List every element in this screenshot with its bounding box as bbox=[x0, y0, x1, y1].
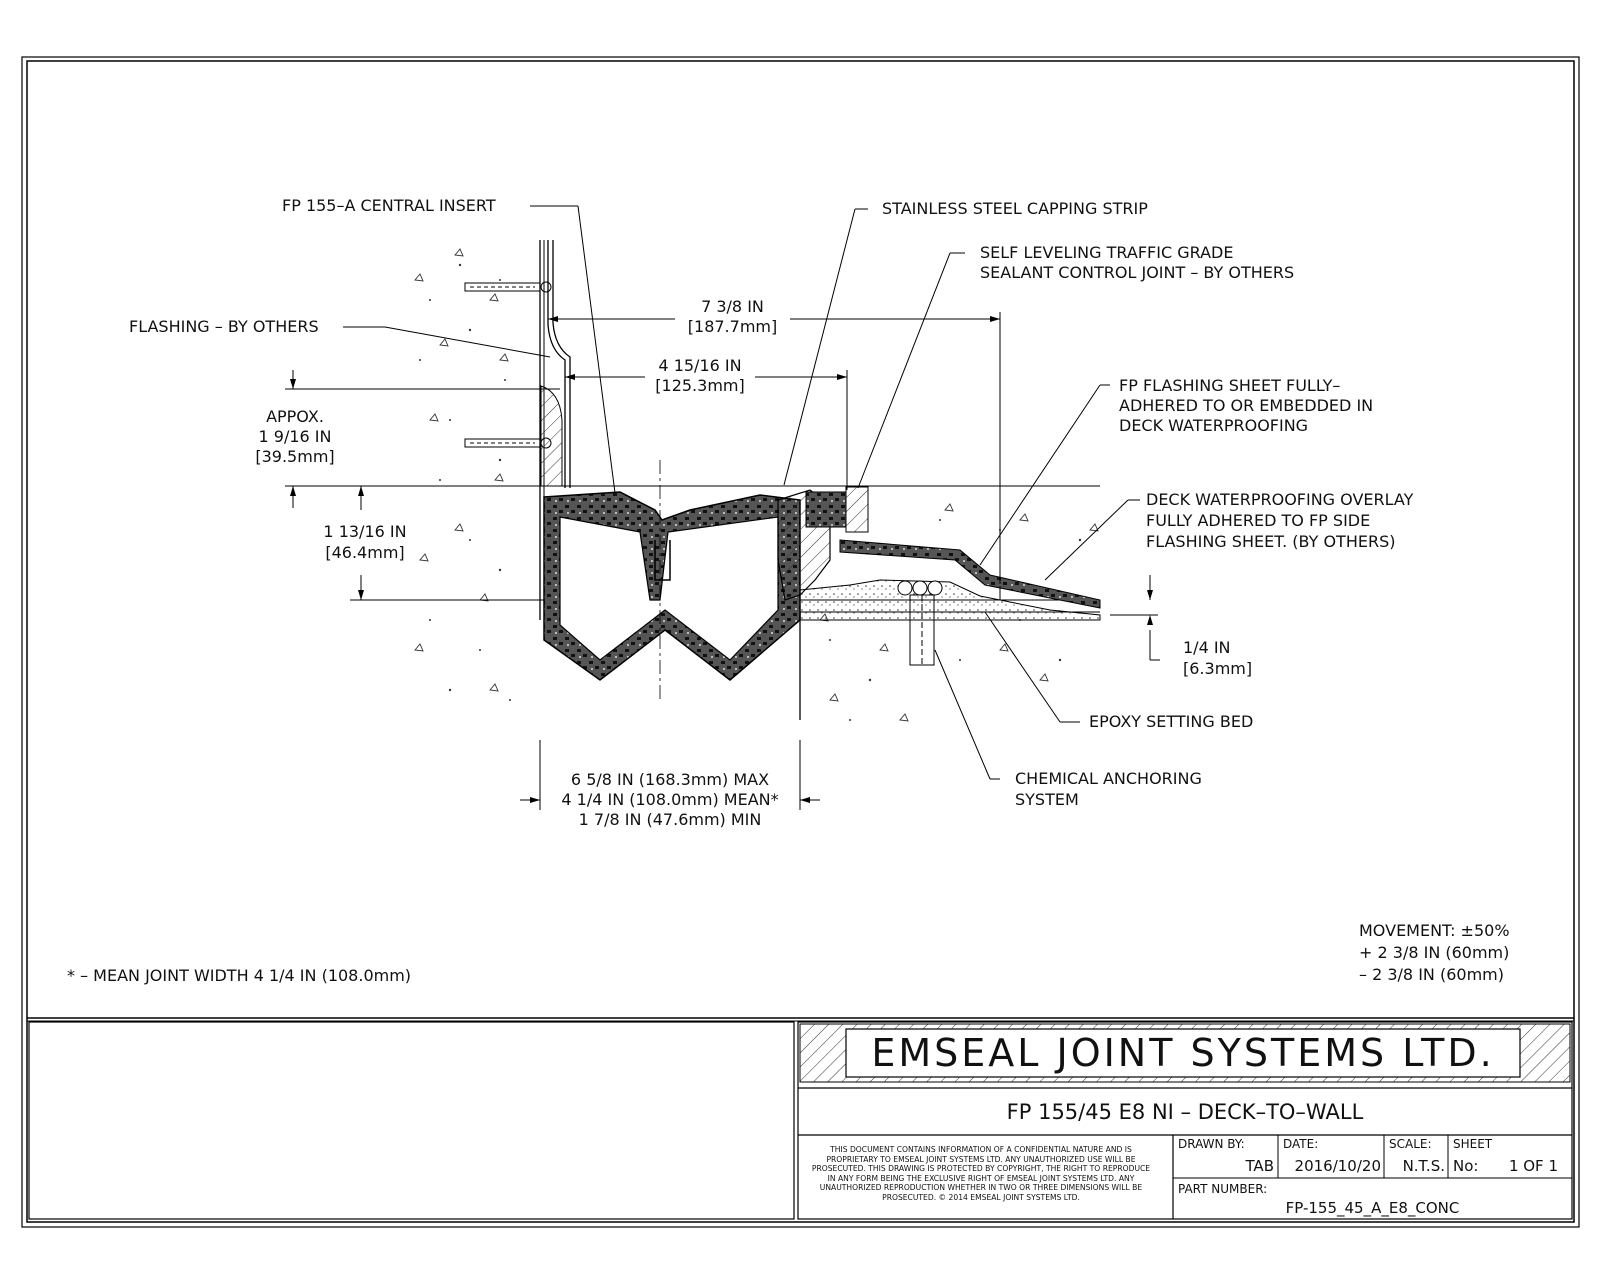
movement-plus: + 2 3/8 IN (60mm) bbox=[1359, 943, 1510, 962]
drawing-title: FP 155/45 E8 NI – DECK–TO–WALL bbox=[1006, 1100, 1364, 1124]
callout-fp-sheet-line1: FP FLASHING SHEET FULLY– bbox=[1119, 376, 1341, 395]
date-label: DATE: bbox=[1283, 1137, 1319, 1151]
sheet-no-label: No: bbox=[1453, 1157, 1479, 1175]
callout-sealant-line1: SELF LEVELING TRAFFIC GRADE bbox=[980, 243, 1234, 262]
dim-depth-mm: [46.4mm] bbox=[325, 543, 405, 562]
leader-lines bbox=[343, 205, 1140, 780]
wall-anchors bbox=[464, 281, 552, 449]
drawn-by-value: TAB bbox=[1245, 1157, 1274, 1175]
dim-width-max: 6 5/8 IN (168.3mm) MAX bbox=[570, 770, 770, 789]
inner-border bbox=[26, 60, 1575, 1223]
part-number-label: PART NUMBER: bbox=[1178, 1182, 1268, 1196]
mean-joint-note: * – MEAN JOINT WIDTH 4 1/4 IN (108.0mm) bbox=[67, 966, 412, 985]
callout-central-insert: FP 155–A CENTRAL INSERT bbox=[282, 196, 496, 215]
callout-overlay-line3: FLASHING SHEET. (BY OTHERS) bbox=[1146, 532, 1396, 551]
sheet-label: SHEET bbox=[1453, 1137, 1493, 1151]
central-insert bbox=[543, 460, 801, 700]
outer-border bbox=[21, 56, 1580, 1228]
dim-width-mean: 4 1/4 IN (108.0mm) MEAN* bbox=[561, 790, 779, 809]
dim-flashing-label: APPOX. bbox=[266, 407, 324, 426]
titleblock-box bbox=[797, 1021, 1573, 1220]
scale-label: SCALE: bbox=[1389, 1137, 1432, 1151]
wall-seal bbox=[540, 385, 563, 487]
drawn-by-label: DRAWN BY: bbox=[1178, 1137, 1245, 1151]
callout-overlay-line1: DECK WATERPROOFING OVERLAY bbox=[1146, 490, 1414, 509]
callout-fp-sheet-line3: DECK WATERPROOFING bbox=[1119, 416, 1309, 435]
wall-concrete bbox=[385, 240, 545, 724]
dim-flashing-mm: [39.5mm] bbox=[255, 447, 335, 466]
dim-overall-in: 7 3/8 IN bbox=[701, 297, 764, 316]
callout-anchor-line1: CHEMICAL ANCHORING bbox=[1015, 769, 1202, 788]
callout-flashing: FLASHING – BY OTHERS bbox=[129, 317, 319, 336]
dim-width-min: 1 7/8 IN (47.6mm) MIN bbox=[578, 810, 762, 829]
company-name: EMSEAL JOINT SYSTEMS LTD. bbox=[871, 1031, 1495, 1075]
dim-overall-mm: [187.7mm] bbox=[687, 317, 778, 336]
dim-overlay-in: 1/4 IN bbox=[1183, 638, 1231, 657]
callout-anchor-line2: SYSTEM bbox=[1015, 790, 1079, 809]
dim-seal-mm: [125.3mm] bbox=[655, 376, 745, 395]
callout-fp-sheet-line2: ADHERED TO OR EMBEDDED IN bbox=[1119, 396, 1374, 415]
dim-overlay-mm: [6.3mm] bbox=[1183, 659, 1253, 678]
callout-sealant-line2: SEALANT CONTROL JOINT – BY OTHERS bbox=[980, 263, 1295, 282]
movement-label: MOVEMENT: ±50% bbox=[1359, 921, 1510, 940]
date-value: 2016/10/20 bbox=[1294, 1157, 1381, 1175]
chemical-anchor bbox=[909, 594, 935, 666]
callout-epoxy: EPOXY SETTING BED bbox=[1089, 712, 1254, 731]
part-number-value: FP-155_45_A_E8_CONC bbox=[1285, 1199, 1460, 1217]
wall-flashing bbox=[547, 240, 571, 488]
confidentiality-notice: This document contains information of a … bbox=[811, 1145, 1151, 1202]
dim-seal-in: 4 15/16 IN bbox=[658, 356, 742, 375]
dim-depth-in: 1 13/16 IN bbox=[323, 522, 407, 541]
callout-overlay-line2: FULLY ADHERED TO FP SIDE bbox=[1146, 511, 1371, 530]
callout-capping-strip: STAINLESS STEEL CAPPING STRIP bbox=[882, 199, 1148, 218]
dim-flashing-in: 1 9/16 IN bbox=[258, 427, 332, 446]
arrowheads bbox=[290, 316, 1153, 803]
notes-box bbox=[28, 1021, 795, 1220]
scale-value: N.T.S. bbox=[1402, 1157, 1445, 1175]
deck-seal-assembly bbox=[777, 486, 1101, 621]
movement-minus: – 2 3/8 IN (60mm) bbox=[1359, 965, 1504, 984]
titleblock-lines bbox=[798, 1023, 1572, 1219]
sheet-no-value: 1 OF 1 bbox=[1508, 1157, 1558, 1175]
deck-slab bbox=[785, 611, 1100, 720]
